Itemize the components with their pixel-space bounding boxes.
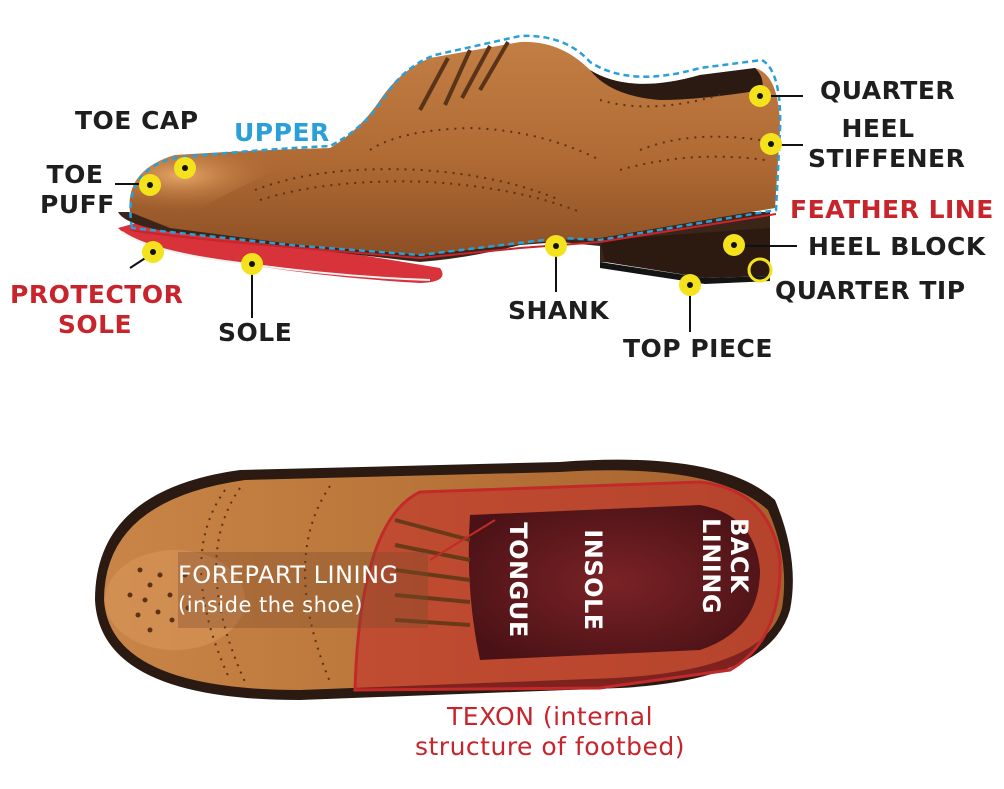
insole-shape [468,505,760,660]
label-texon-line2: structure of footbed) [414,732,685,761]
feather-line [129,213,777,260]
label-heel-stiffener-line2: STIFFENER [808,144,966,173]
label-toe-puff-line1: TOE [46,160,104,189]
marker-quarter-tip [747,257,773,283]
protector-sole-shape [118,222,443,283]
label-toe-puff: TOE PUFF [40,160,115,220]
top-view-shoe [95,459,793,700]
label-upper: UPPER [234,118,330,147]
label-shank: SHANK [508,296,610,325]
label-heel-stiffener-line1: HEEL [841,114,915,143]
brogue-perforations [254,94,766,213]
label-heel-block: HEEL BLOCK [808,232,986,261]
label-tongue: TONGUE [504,522,532,638]
label-texon-line1: TEXON (internal [446,702,654,731]
tongue-pointer [429,519,496,561]
label-back-lining: BACK LINING [697,518,753,638]
label-forepart-lining-line2: (inside the shoe) [178,593,363,617]
label-protector-sole-line1: PROTECTOR [10,280,184,309]
label-feather-line: FEATHER LINE [790,195,994,224]
laces [418,40,510,111]
label-top-piece: TOP PIECE [623,334,773,363]
label-protector-sole: PROTECTOR SOLE [10,280,184,340]
label-insole: INSOLE [579,529,607,631]
label-quarter-tip: QUARTER TIP [775,276,966,305]
label-back-lining-line2: LINING [697,518,725,615]
upper-outline [129,34,782,257]
side-view-shoe [118,34,782,284]
label-back-lining-line1: BACK [725,518,753,594]
label-toe-puff-line2: PUFF [40,190,115,219]
label-forepart-lining-line1: FOREPART LINING [178,561,399,589]
label-toe-cap: TOE CAP [75,106,199,135]
label-quarter: QUARTER [820,76,956,105]
label-forepart-lining: FOREPART LINING (inside the shoe) [178,560,428,620]
upper-shape [129,41,780,255]
label-protector-sole-line2: SOLE [57,310,133,339]
label-texon: TEXON (internal structure of footbed) [400,702,700,762]
toe-medallion [127,567,191,633]
label-sole: SOLE [218,318,293,347]
label-heel-stiffener: HEEL STIFFENER [808,114,966,174]
